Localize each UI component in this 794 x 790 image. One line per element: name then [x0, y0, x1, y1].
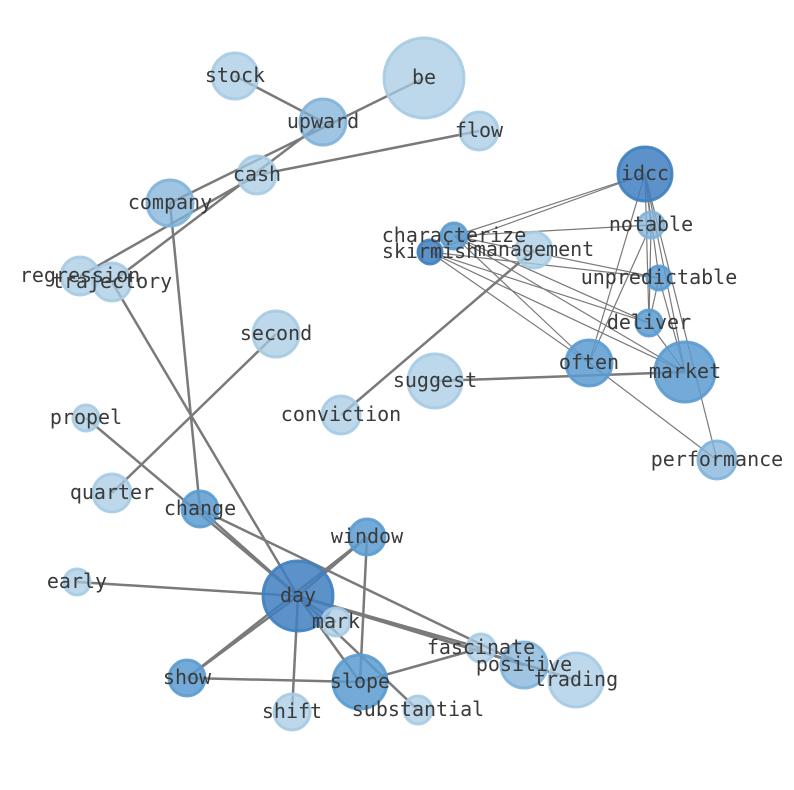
node-label-propel: propel — [50, 405, 122, 429]
node-label-notable: notable — [609, 212, 693, 236]
node-management[interactable] — [514, 230, 554, 270]
edge-market-skirmish — [429, 251, 686, 373]
edge-often-performance — [588, 362, 718, 461]
node-label-quarter: quarter — [70, 480, 154, 504]
node-company[interactable] — [145, 178, 195, 228]
node-trajectory[interactable] — [91, 261, 133, 303]
node-label-characterize: characterize — [382, 223, 527, 247]
node-substantial[interactable] — [402, 694, 434, 726]
node-label-positive: positive — [476, 652, 572, 676]
node-window[interactable] — [347, 517, 387, 557]
node-change[interactable] — [180, 489, 220, 529]
node-label-deliver: deliver — [607, 310, 691, 334]
edge-trajectory-day — [110, 281, 300, 597]
node-suggest[interactable] — [406, 352, 464, 410]
node-label-unpredictable: unpredictable — [581, 265, 738, 289]
node-label-window: window — [331, 524, 404, 548]
edge-flow-cash — [256, 129, 480, 177]
node-label-management: management — [474, 237, 594, 261]
node-deliver[interactable] — [634, 308, 664, 338]
node-unpredictable[interactable] — [645, 264, 673, 292]
node-label-cash: cash — [233, 162, 281, 186]
node-label-trajectory: trajectory — [52, 269, 172, 293]
node-layer — [59, 36, 738, 732]
edge-idcc-characterize — [453, 173, 646, 237]
node-label-market: market — [649, 359, 721, 383]
node-conviction[interactable] — [320, 394, 362, 436]
edge-often-notable — [588, 224, 652, 364]
node-label-skirmish: skirmish — [382, 239, 478, 263]
node-trading[interactable] — [547, 651, 605, 709]
node-label-upward: upward — [287, 109, 359, 133]
edge-characterize-unpredictable — [453, 235, 660, 279]
node-upward[interactable] — [298, 97, 348, 147]
edge-often-skirmish — [429, 251, 590, 364]
node-label-company: company — [128, 190, 212, 214]
node-fascinate[interactable] — [465, 632, 497, 664]
edge-characterize-deliver — [453, 235, 650, 324]
node-label-performance: performance — [651, 447, 783, 471]
node-market[interactable] — [653, 340, 717, 404]
node-label-suggest: suggest — [393, 368, 477, 392]
node-propel[interactable] — [71, 403, 101, 433]
edge-conviction-management — [340, 249, 535, 416]
node-shift[interactable] — [272, 692, 312, 732]
node-label-shift: shift — [262, 699, 322, 723]
node-label-substantial: substantial — [352, 697, 484, 721]
edge-upward-trajectory — [111, 121, 324, 283]
edge-characterize-notable — [453, 224, 652, 237]
node-label-trading: trading — [534, 667, 618, 691]
node-slope[interactable] — [331, 653, 389, 711]
node-label-show: show — [163, 665, 212, 689]
node-performance[interactable] — [696, 439, 738, 481]
node-label-flow: flow — [455, 118, 504, 142]
node-idcc[interactable] — [616, 145, 674, 203]
node-day[interactable] — [261, 559, 335, 633]
edge-slope-show — [186, 676, 361, 684]
node-label-mark: mark — [312, 609, 360, 633]
node-be[interactable] — [382, 36, 466, 120]
node-flow[interactable] — [458, 110, 500, 152]
node-label-idcc: idcc — [621, 161, 669, 185]
node-label-conviction: conviction — [281, 402, 401, 426]
node-label-second: second — [240, 321, 312, 345]
edge-suggest-market — [434, 370, 686, 383]
edge-skirmish-deliver — [429, 251, 650, 324]
node-label-stock: stock — [205, 63, 265, 87]
node-label-slope: slope — [330, 669, 390, 693]
node-label-often: often — [559, 350, 619, 374]
node-show[interactable] — [167, 658, 207, 698]
node-characterize[interactable] — [439, 221, 469, 251]
node-label-regression: regression — [20, 263, 140, 287]
node-second[interactable] — [251, 309, 301, 359]
node-stock[interactable] — [210, 51, 260, 101]
node-cash[interactable] — [236, 154, 278, 196]
node-positive[interactable] — [499, 640, 549, 690]
node-skirmish[interactable] — [416, 238, 444, 266]
edge-second-quarter — [111, 333, 277, 494]
node-quarter[interactable] — [91, 472, 133, 514]
node-early[interactable] — [62, 567, 92, 597]
node-label-change: change — [164, 496, 236, 520]
node-label-early: early — [47, 569, 107, 593]
node-label-day: day — [280, 583, 316, 607]
node-mark[interactable] — [320, 606, 352, 638]
edge-early-day — [76, 580, 299, 598]
node-label-fascinate: fascinate — [427, 635, 535, 659]
node-often[interactable] — [564, 338, 614, 388]
node-label-be: be — [412, 65, 436, 89]
node-notable[interactable] — [636, 210, 666, 240]
edge-company-change — [168, 202, 202, 510]
